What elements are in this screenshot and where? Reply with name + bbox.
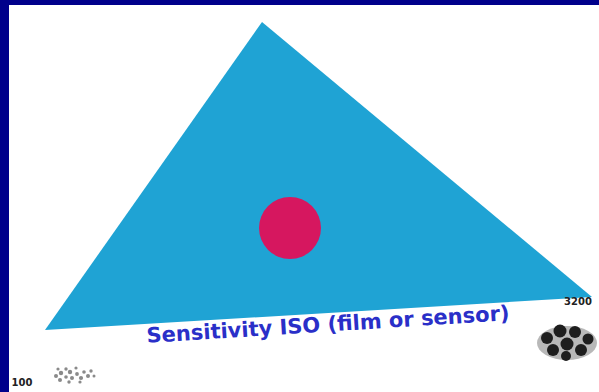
axis-max-value: 3200 [564, 296, 592, 307]
exposure-triangle [45, 22, 592, 330]
coarse-grain-icon [537, 325, 597, 362]
axis-min-value: 100 [12, 377, 33, 388]
picture-panel [9, 5, 599, 392]
exposure-dot [259, 197, 321, 259]
fine-grain-icon [54, 366, 96, 383]
